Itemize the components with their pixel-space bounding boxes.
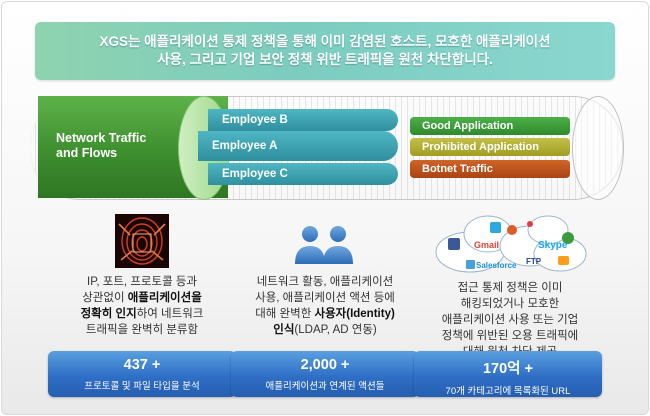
- botnet-traffic-flow: Botnet Traffic: [410, 160, 570, 178]
- access-control-description: 접근 통제 정책은 이미 해킹되었거나 모호한 애플리케이션 사용 또는 기업 …: [441, 282, 579, 358]
- stat-application-actions: 2,000 + 애플리케이션과 연계된 액션들: [231, 351, 419, 397]
- header-banner: XGS는 애플리케이션 통제 정책을 통해 이미 감염된 호스트, 모호한 애플…: [35, 22, 615, 80]
- stat-urls: 170억 + 70개 카테고리에 목록화된 URL: [414, 351, 602, 397]
- skype-label: Skype: [538, 240, 568, 251]
- stat-label: 70개 카테고리에 목록화된 URL: [445, 386, 571, 397]
- feature-column-access-control: Gmail Salesforce FTP Skype 접근 통제 정책은 이미 …: [414, 210, 606, 360]
- pipe-end-cap: [572, 96, 624, 200]
- users-icon: [295, 226, 353, 264]
- banner-line-2: 사용, 그리고 기업 보안 정책 위반 트래픽을 원천 차단합니다.: [157, 52, 493, 67]
- cloud-apps-icon: Gmail Salesforce FTP Skype: [435, 215, 587, 273]
- stat-value: 170억 +: [482, 361, 534, 377]
- banner-line-1: XGS는 애플리케이션 통제 정책을 통해 이미 감염된 호스트, 모호한 애플…: [99, 34, 551, 49]
- feature-column-identity: 네트워크 활동, 애플리케이션 사용, 애플리케이션 액션 등에 대해 완벽한 …: [229, 210, 421, 338]
- stat-value: 437 +: [123, 357, 161, 373]
- good-application-flow: Good Application: [410, 117, 570, 135]
- stat-label: 애플리케이션과 연계된 액션들: [265, 381, 385, 392]
- classification-description: IP, 포트, 프로토콜 등과 상관없이 애플리케이션을 정확히 인지하여 네트…: [80, 276, 204, 336]
- fingerprint-icon: [115, 214, 169, 268]
- feature-column-classification: IP, 포트, 프로토콜 등과 상관없이 애플리케이션을 정확히 인지하여 네트…: [46, 210, 238, 338]
- identity-description: 네트워크 활동, 애플리케이션 사용, 애플리케이션 액션 등에 대해 완벽한 …: [255, 276, 395, 336]
- stat-protocols: 437 + 프로토콜 및 파일 타입을 분석: [48, 351, 236, 397]
- network-traffic-label: Network Traffic and Flows: [56, 131, 147, 160]
- ftp-label: FTP: [526, 257, 542, 266]
- stat-value: 2,000 +: [300, 357, 350, 373]
- employee-b-flow: Employee B: [208, 109, 398, 131]
- prohibited-application-flow: Prohibited Application: [410, 138, 570, 156]
- salesforce-label: Salesforce: [476, 261, 517, 270]
- employee-c-flow: Employee C: [208, 163, 398, 185]
- employee-a-flow: Employee A: [198, 131, 398, 161]
- stat-label: 프로토콜 및 파일 타입을 분석: [84, 381, 200, 392]
- gmail-label: Gmail: [474, 240, 499, 250]
